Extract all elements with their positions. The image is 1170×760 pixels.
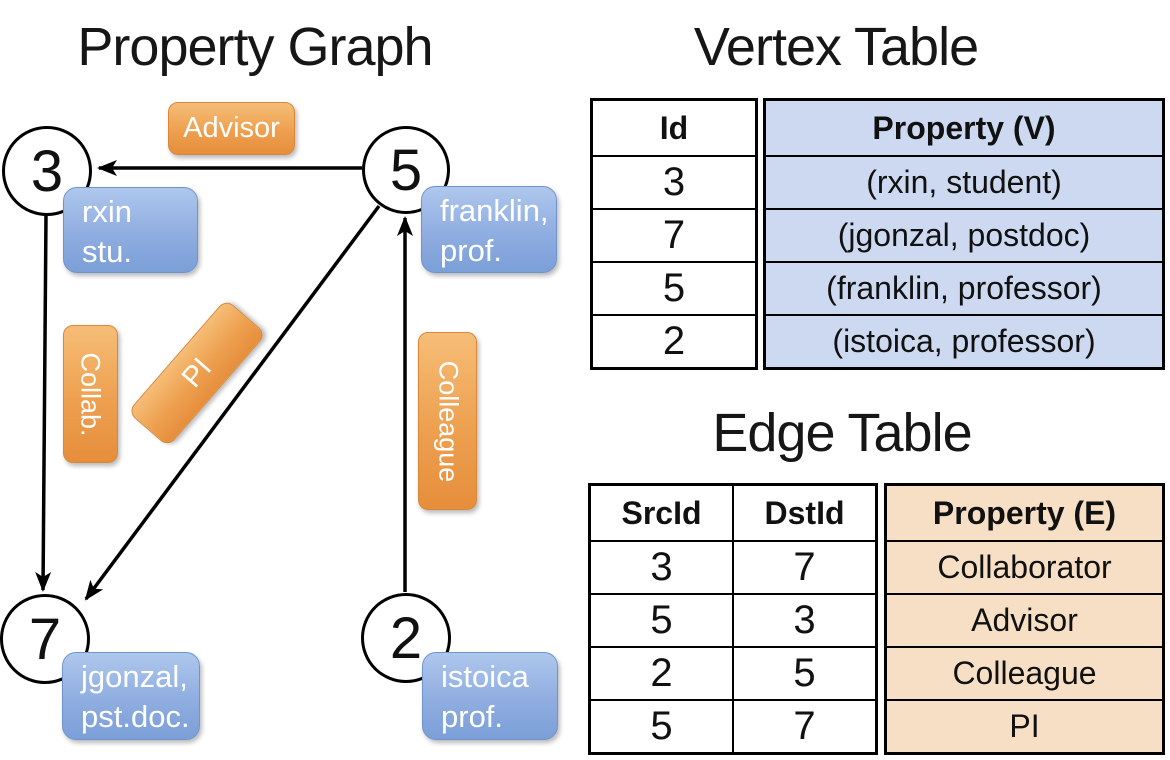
vertex-property-cell: (rxin, student) [766,155,1162,208]
edge-table-id-columns: SrcId DstId 3 7 5 3 2 5 5 7 [588,483,878,755]
edge-arrow-pi-5-to-7 [84,204,381,601]
vertex-property-box-3: rxin stu. [63,187,198,273]
vertex-id-cell: 3 [593,155,755,208]
edge-label-text: Collab. [76,351,107,437]
edge-label-advisor: Advisor [168,102,295,155]
edge-label-text: Colleague [433,360,463,482]
vertex-property-box-7: jgonzal, pst.doc. [62,652,200,740]
vertex-id-cell: 7 [593,208,755,261]
edge-dst-cell: 5 [732,648,875,699]
vertex-property-cell: (franklin, professor) [766,261,1162,314]
graph-edges-svg [35,160,413,601]
edge-label-text: Advisor [183,112,280,144]
vertex-property-cell: (istoica, professor) [766,314,1162,367]
vertex-table-property-column: Property (V) (rxin, student) (jgonzal, p… [763,98,1165,370]
vertex-id-label: 2 [389,605,423,671]
edge-label-colleague: Colleague [418,332,477,510]
vertex-property-line: stu. [82,234,132,269]
edge-property-cell: Collaborator [887,540,1162,593]
vertex-property-line: franklin, [440,193,549,228]
vertex-table-title: Vertex Table [693,17,979,77]
edge-src-cell: 2 [650,651,673,695]
vertex-property-line: rxin [82,194,132,229]
vertex-id-cell: 2 [593,314,755,367]
vertex-id-label: 7 [28,606,62,672]
edge-label-collab: Collab. [63,325,118,463]
vertex-property-box-2: istoica prof. [422,652,558,740]
edge-table-title: Edge Table [712,403,972,463]
edge-arrow-collab-3-to-7 [35,214,52,592]
edge-table-property-column: Property (E) Collaborator Advisor Collea… [884,483,1165,755]
edge-property-cell: Colleague [887,646,1162,699]
vertex-property-line: prof. [441,699,504,734]
edge-table-property-header: Property (E) [887,486,1162,540]
vertex-table-property-header: Property (V) [766,101,1162,155]
vertex-property-line: jgonzal, [81,659,188,694]
property-graph-title: Property Graph [77,17,433,77]
edge-src-cell: 5 [650,598,673,642]
vertex-circle-5: 5 [362,126,450,214]
edge-label-text: PI [175,351,218,394]
edge-src-cell: 3 [650,545,673,589]
vertex-id-label: 3 [30,138,64,204]
vertex-id-cell: 5 [593,261,755,314]
vertex-circle-2: 2 [361,593,451,683]
edge-property-cell: Advisor [887,593,1162,646]
edge-dst-cell: 7 [732,542,875,593]
vertex-property-line: istoica [441,659,529,694]
edge-table-srcid-header: SrcId [621,494,702,531]
vertex-property-box-5: franklin, prof. [421,186,557,273]
vertex-property-cell: (jgonzal, postdoc) [766,208,1162,261]
vertex-property-line: pst.doc. [81,699,190,734]
edge-table-dstid-header: DstId [732,486,875,540]
edge-dst-cell: 3 [732,595,875,646]
vertex-table-id-column: Id 3 7 5 2 [590,98,758,370]
vertex-property-line: prof. [440,233,503,268]
edge-property-cell: PI [887,699,1162,752]
edge-dst-cell: 7 [732,701,875,752]
vertex-id-label: 5 [389,137,423,203]
edge-src-cell: 5 [650,704,673,748]
vertex-table-id-header: Id [659,109,689,146]
